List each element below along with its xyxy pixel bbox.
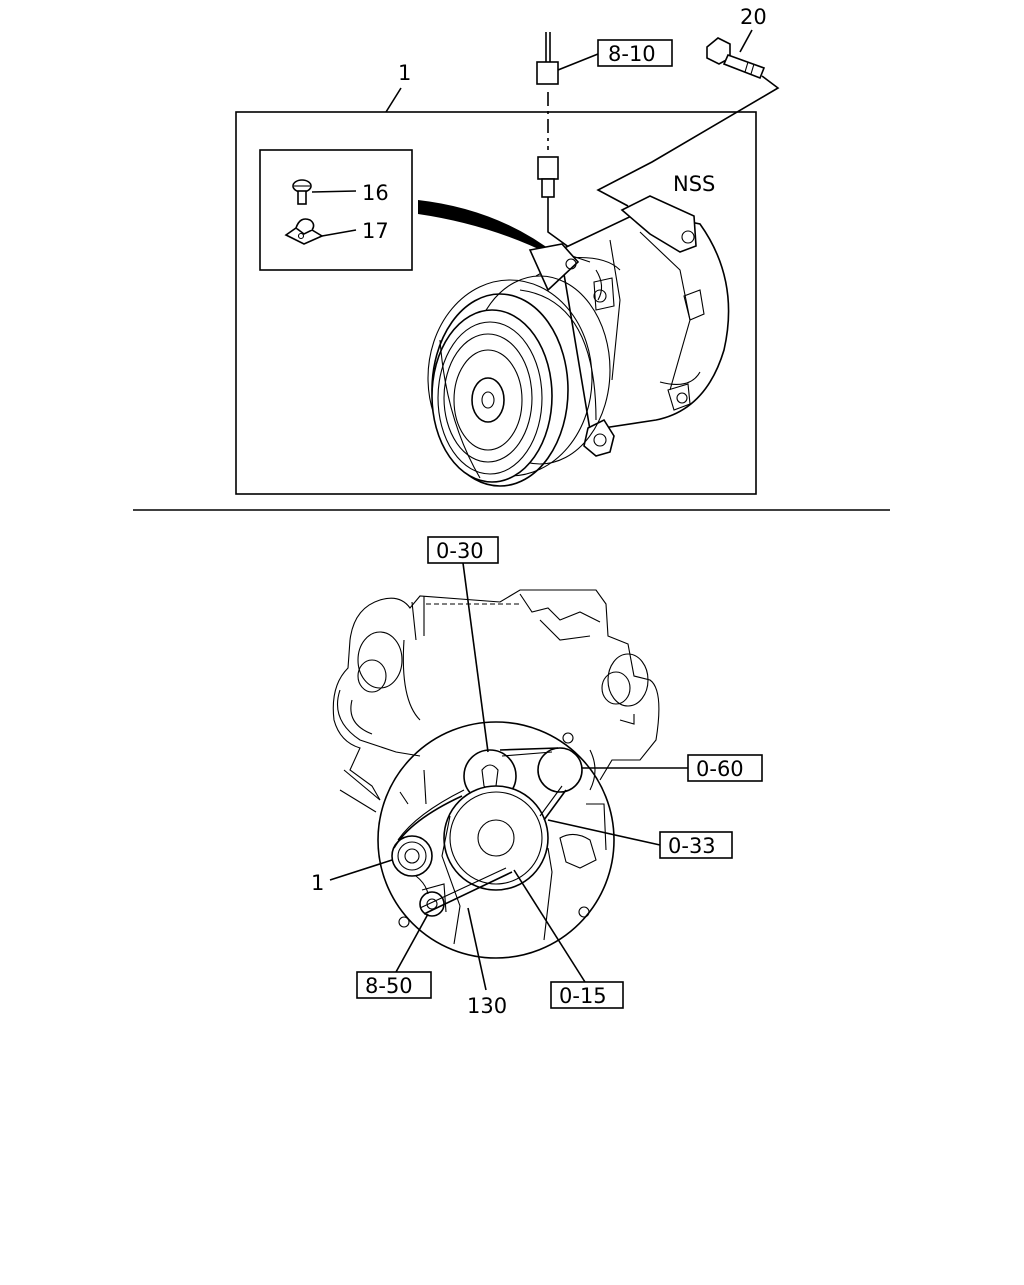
screw-icon [292, 179, 312, 205]
label-assembly-1: 1 [398, 61, 411, 85]
ref-box-0-15 [550, 981, 624, 1009]
connector-icon [536, 32, 579, 257]
label-assembly-1-bottom: 1 [311, 871, 324, 895]
label-belt-130: 130 [467, 994, 507, 1018]
hardware-detail-box: 16 17 [259, 149, 413, 271]
ref-box-8-10 [597, 39, 673, 67]
leader-assembly-1 [385, 87, 402, 113]
label-ref-8-50: 8-50 [365, 974, 413, 998]
label-ref-0-33: 0-33 [668, 834, 716, 858]
label-ref-0-15: 0-15 [559, 984, 607, 1008]
ref-box-0-60 [687, 754, 763, 782]
label-clip-17: 17 [362, 219, 389, 243]
ref-box-8-50 [356, 971, 432, 999]
detail-pointer [418, 200, 568, 264]
label-screw-16: 16 [362, 181, 389, 205]
ac-compressor-illustration [427, 195, 730, 487]
timing-cover [377, 721, 615, 959]
label-ref-0-60: 0-60 [696, 757, 744, 781]
bolt-icon [706, 37, 766, 80]
compressor-assembly-view: 1 16 17 [235, 5, 780, 495]
label-ref-0-30: 0-30 [436, 539, 484, 563]
label-bolt-20: 20 [740, 5, 767, 29]
label-ref-8-10: 8-10 [608, 42, 656, 66]
assembly-frame [235, 111, 757, 495]
engine-block-illustration [332, 589, 660, 813]
pulley-system [391, 747, 583, 945]
label-nss: NSS [673, 172, 715, 196]
engine-front-view: 0-30 0-60 0-33 1 8-50 130 0-15 [311, 536, 763, 1018]
clip-icon [284, 218, 324, 245]
